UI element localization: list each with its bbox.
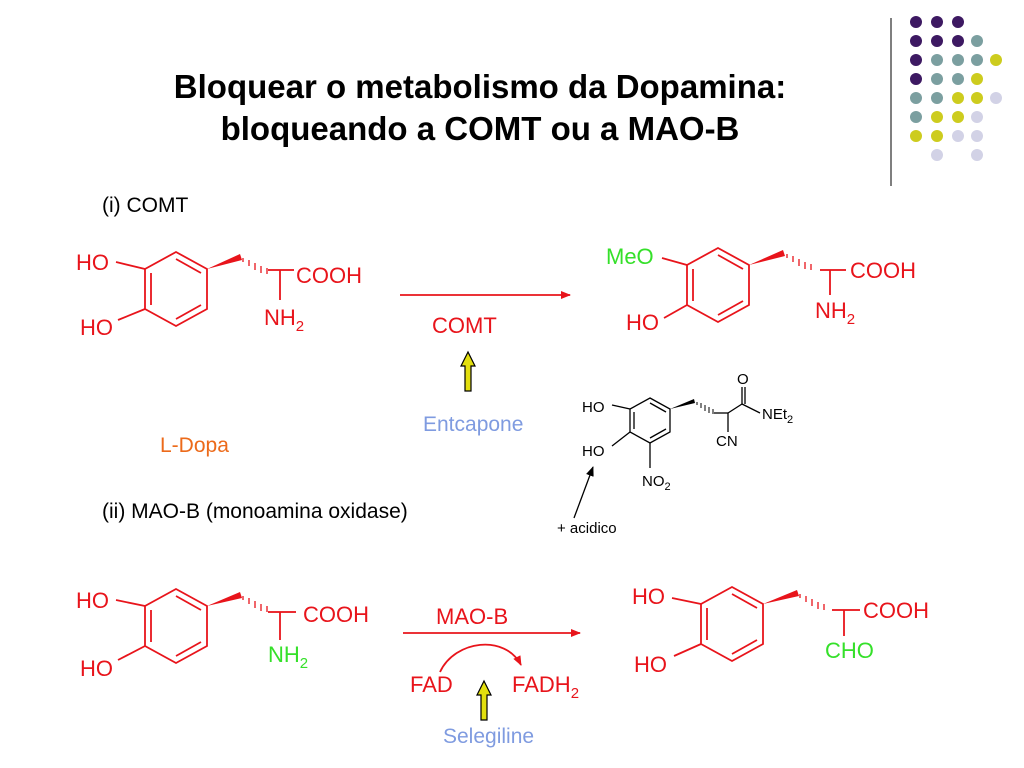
maob-product-ho-bottom: HO — [634, 652, 667, 677]
slide-title: Bloquear o metabolismo da Dopamina: bloq… — [60, 66, 900, 150]
acidic-note-arrow — [573, 466, 594, 519]
ldopa-hash-bond — [242, 258, 268, 274]
comt-arrow-label: COMT — [432, 313, 497, 338]
maob-substrate-hash-bond — [242, 596, 268, 612]
ldopa-ho-bottom: HO — [80, 315, 113, 340]
ldopa-nh2: NH2 — [264, 305, 304, 335]
entacapone-hash-bond — [696, 402, 714, 414]
ldopa-cooh: COOH — [296, 263, 362, 288]
selegiline-label: Selegiline — [443, 725, 534, 748]
comt-product-hash-bond — [786, 254, 812, 270]
ldopa-ho-top: HO — [76, 250, 109, 275]
maob-product-hash-bond — [799, 594, 825, 610]
ldopa-structure — [115, 250, 294, 328]
ldopa-label: L-Dopa — [160, 434, 229, 457]
title-line-1: Bloquear o metabolismo da Dopamina: — [173, 68, 787, 105]
acidic-note: + acidico — [557, 520, 617, 537]
comt-product-cooh: COOH — [850, 258, 916, 283]
maob-product-wedge-bond — [763, 590, 799, 604]
entacapone-wedge-bond — [670, 399, 695, 409]
cofactor-fadh2: FADH2 — [512, 672, 579, 702]
comt-product-ho: HO — [626, 310, 659, 335]
maob-substrate-cooh: COOH — [303, 602, 369, 627]
entacapone-carbonyl-o: O — [737, 371, 749, 388]
entacapone-no2: NO2 — [642, 473, 671, 493]
maob-substrate-wedge-bond — [207, 592, 242, 606]
maob-substrate-ho-bottom: HO — [80, 656, 113, 681]
comt-product-meo: MeO — [606, 244, 654, 269]
entacapone-label: Entcapone — [423, 413, 523, 436]
entacapone-structure — [611, 387, 761, 468]
heading-comt: (i) COMT — [102, 194, 188, 217]
maob-substrate-ho-top: HO — [76, 588, 109, 613]
comt-product-nh2: NH2 — [815, 298, 855, 328]
comt-product-wedge-bond — [749, 250, 785, 265]
entacapone-ho-bottom: HO — [582, 443, 605, 460]
cofactor-fad: FAD — [410, 672, 453, 697]
selegiline-inhibition-arrow — [476, 679, 492, 721]
entacapone-ho-top: HO — [582, 399, 605, 416]
cofactor-curved-arrow — [439, 643, 522, 673]
decorative-dot-grid — [910, 16, 1002, 161]
maob-product-cho: CHO — [825, 638, 874, 663]
comt-product-structure — [661, 246, 846, 324]
title-line-2: bloqueando a COMT ou a MAO-B — [220, 110, 740, 147]
heading-maob: (ii) MAO-B (monoamina oxidase) — [102, 500, 408, 523]
maob-substrate-nh2: NH2 — [268, 642, 308, 672]
entacapone-net2: NEt2 — [762, 406, 793, 426]
entacapone-inhibition-arrow — [460, 350, 476, 392]
ldopa-wedge-bond — [207, 254, 242, 269]
maob-product-ho-top: HO — [632, 584, 665, 609]
maob-product-cooh: COOH — [863, 598, 929, 623]
entacapone-cn: CN — [716, 433, 738, 450]
maob-arrow-label: MAO-B — [436, 604, 508, 629]
